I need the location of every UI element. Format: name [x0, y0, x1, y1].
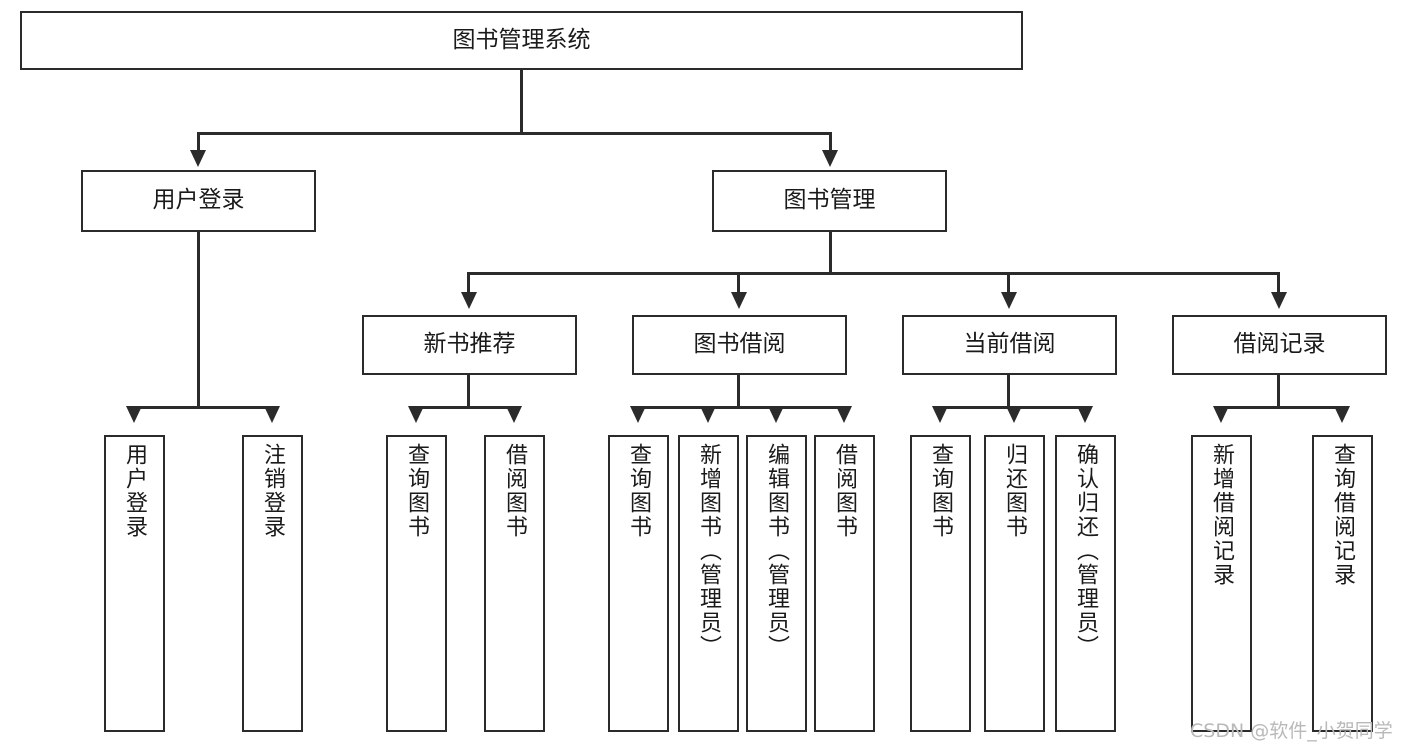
connector-record-stem: [1277, 375, 1280, 406]
node-label: 查询图书: [404, 443, 430, 539]
node-label: 新增图书（管理员）: [696, 443, 722, 659]
connector-l3-drop-1: [467, 272, 470, 294]
leaf-query-book-recommend[interactable]: 查询图书: [386, 435, 447, 732]
node-label: 用户登录: [122, 443, 148, 539]
node-root-system[interactable]: 图书管理系统: [20, 11, 1023, 70]
node-label: 借阅图书: [832, 443, 858, 539]
connector-root-drop-right: [829, 132, 832, 152]
arrow-recommend-leaf-2: [506, 406, 522, 423]
node-label: 查询借阅记录: [1330, 443, 1356, 587]
node-label: 用户登录: [152, 187, 245, 214]
connector-borrow-bus: [637, 406, 845, 409]
node-label: 新增借阅记录: [1209, 443, 1235, 587]
leaf-return-book[interactable]: 归还图书: [984, 435, 1045, 732]
node-label: 借阅图书: [502, 443, 528, 539]
node-label: 查询图书: [626, 443, 652, 539]
arrow-to-book-borrow: [731, 292, 747, 309]
leaf-borrow-book-recommend[interactable]: 借阅图书: [484, 435, 545, 732]
connector-bookmanage-bus: [468, 272, 1280, 275]
connector-recommend-stem: [467, 375, 470, 406]
node-new-book-recommend[interactable]: 新书推荐: [362, 315, 577, 375]
node-label: 编辑图书（管理员）: [764, 443, 790, 659]
connector-userlogin-bus: [133, 406, 273, 409]
connector-l3-drop-2: [737, 272, 740, 294]
leaf-user-login[interactable]: 用户登录: [104, 435, 165, 732]
connector-l3-drop-4: [1277, 272, 1280, 294]
node-label: 当前借阅: [963, 331, 1056, 358]
connector-userlogin-stem: [197, 232, 200, 406]
connector-root-stem: [520, 70, 523, 132]
node-label: 图书管理: [783, 187, 876, 214]
connector-root-drop-left: [197, 132, 200, 152]
leaf-confirm-return-admin[interactable]: 确认归还（管理员）: [1055, 435, 1116, 732]
leaf-query-book-current[interactable]: 查询图书: [910, 435, 971, 732]
node-label: 新书推荐: [423, 331, 516, 358]
node-current-borrow[interactable]: 当前借阅: [902, 315, 1117, 375]
arrow-borrow-leaf-4: [836, 406, 852, 423]
connector-root-bus: [198, 132, 832, 135]
node-label: 归还图书: [1002, 443, 1028, 539]
arrow-record-leaf-2: [1334, 406, 1350, 423]
node-label: 图书借阅: [693, 331, 786, 358]
arrow-to-user-login: [190, 150, 206, 167]
arrow-to-current-borrow: [1001, 292, 1017, 309]
leaf-query-book-borrow[interactable]: 查询图书: [608, 435, 669, 732]
arrow-to-new-book-recommend: [461, 292, 477, 309]
arrow-recommend-leaf-1: [408, 406, 424, 423]
leaf-add-borrow-record[interactable]: 新增借阅记录: [1191, 435, 1252, 732]
connector-recommend-bus: [415, 406, 515, 409]
leaf-borrow-book[interactable]: 借阅图书: [814, 435, 875, 732]
arrow-to-leaf-user-login: [126, 406, 142, 423]
node-user-login[interactable]: 用户登录: [81, 170, 316, 232]
node-label: 注销登录: [260, 443, 286, 539]
arrow-to-borrow-record: [1271, 292, 1287, 309]
node-book-management[interactable]: 图书管理: [712, 170, 947, 232]
connector-bookmanage-stem: [829, 232, 832, 272]
leaf-edit-book-admin[interactable]: 编辑图书（管理员）: [746, 435, 807, 732]
leaf-query-borrow-record[interactable]: 查询借阅记录: [1312, 435, 1373, 732]
connector-l3-drop-3: [1007, 272, 1010, 294]
arrow-current-leaf-2: [1006, 406, 1022, 423]
node-label: 查询图书: [928, 443, 954, 539]
node-label: 图书管理系统: [452, 26, 591, 53]
node-label: 借阅记录: [1233, 331, 1326, 358]
connector-borrow-stem: [737, 375, 740, 406]
arrow-current-leaf-3: [1077, 406, 1093, 423]
arrow-borrow-leaf-2: [700, 406, 716, 423]
leaf-logout[interactable]: 注销登录: [242, 435, 303, 732]
connector-current-stem: [1007, 375, 1010, 406]
arrow-borrow-leaf-3: [768, 406, 784, 423]
connector-record-bus: [1220, 406, 1343, 409]
arrow-to-book-manage: [822, 150, 838, 167]
arrow-current-leaf-1: [932, 406, 948, 423]
arrow-to-leaf-logout: [264, 406, 280, 423]
arrow-borrow-leaf-1: [630, 406, 646, 423]
node-book-borrow[interactable]: 图书借阅: [632, 315, 847, 375]
node-borrow-record[interactable]: 借阅记录: [1172, 315, 1387, 375]
node-label: 确认归还（管理员）: [1073, 443, 1099, 659]
leaf-add-book-admin[interactable]: 新增图书（管理员）: [678, 435, 739, 732]
arrow-record-leaf-1: [1213, 406, 1229, 423]
